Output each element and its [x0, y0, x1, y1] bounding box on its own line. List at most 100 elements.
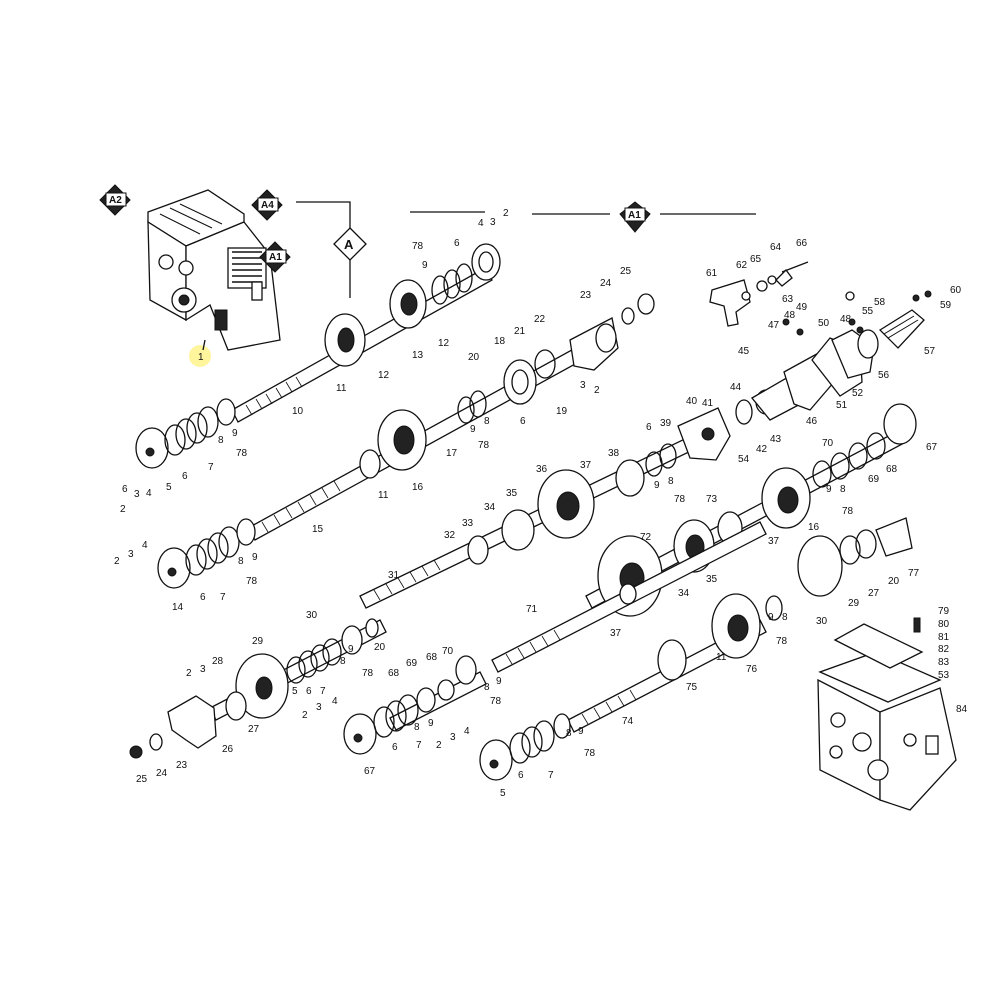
shaft-1-assembly[interactable]	[135, 243, 501, 469]
part-number-label: 23	[176, 760, 188, 771]
part-number-label: 9	[578, 726, 584, 737]
part-number-label: 59	[940, 300, 952, 311]
part-number-label: 45	[738, 346, 750, 357]
part-number-label: 16	[808, 522, 820, 533]
part-number-label: 7	[416, 740, 422, 751]
svg-text:A: A	[344, 237, 354, 252]
part-number-label: 6	[646, 422, 652, 433]
part-number-label: 6	[392, 742, 398, 753]
part-number-label: 71	[526, 604, 538, 615]
part-number-label: 15	[312, 524, 324, 535]
part-number-label: 67	[364, 766, 376, 777]
part-number-label: 5	[500, 788, 506, 799]
part-number-label: 78	[478, 440, 490, 451]
part-number-label: 24	[600, 278, 612, 289]
part-number-label: 26	[222, 744, 234, 755]
right-upper-parts-cluster[interactable]	[709, 261, 932, 421]
part-number-label: 68	[886, 464, 898, 475]
part-number-label: 82	[938, 644, 950, 655]
part-number-label: 70	[442, 646, 454, 657]
part-number-label: 68	[388, 668, 400, 679]
svg-text:A2: A2	[109, 195, 122, 206]
part-number-label: 30	[816, 616, 828, 627]
part-number-label: 9	[422, 260, 428, 271]
part-number-label: 21	[514, 326, 526, 337]
part-number-label: 66	[796, 238, 808, 249]
shaft-8-assembly[interactable]	[479, 593, 783, 781]
part-number-label: 8	[484, 682, 490, 693]
part-number-label: 19	[556, 406, 568, 417]
part-number-label: 8	[840, 484, 846, 495]
part-number-label: 4	[146, 488, 152, 499]
shaft-3-assembly[interactable]	[359, 389, 777, 609]
shaft-6-assembly[interactable]	[129, 618, 387, 759]
badge-a-big[interactable]: A	[296, 201, 367, 298]
part-number-label: 4	[464, 726, 470, 737]
part-number-label: 2	[114, 556, 120, 567]
shaft-4-assembly[interactable]	[585, 403, 917, 617]
part-number-label: 9	[428, 718, 434, 729]
badge-a1-header[interactable]: A1	[410, 201, 756, 233]
part-number-label: 6	[200, 592, 206, 603]
svg-text:A4: A4	[261, 200, 274, 211]
part-number-labels: 78 6 9 4 3 2 12 12 13 11 10 5 6 7 8 9 78…	[114, 208, 968, 799]
part-number-label: 20	[374, 642, 386, 653]
part-number-label: 3	[200, 664, 206, 675]
part-number-label: 36	[536, 464, 548, 475]
part-number-label: 6	[520, 416, 526, 427]
shaft-2-assembly[interactable]	[157, 293, 655, 589]
part-number-label: 63	[782, 294, 794, 305]
part-number-label: 9	[232, 428, 238, 439]
part-number-label: 6	[306, 686, 312, 697]
part-number-label: 58	[874, 297, 886, 308]
part-number-label: 8	[782, 612, 788, 623]
label-1: 1	[198, 352, 204, 363]
part-number-label: 68	[426, 652, 438, 663]
part-number-label: 62	[736, 260, 748, 271]
part-number-label: 37	[768, 536, 780, 547]
part-number-label: 44	[730, 382, 742, 393]
part-number-label: 46	[806, 416, 818, 427]
part-number-label: 13	[412, 350, 424, 361]
part-number-label: 78	[584, 748, 596, 759]
shaft-5-assembly[interactable]	[491, 517, 913, 673]
part-number-label: 4	[478, 218, 484, 229]
part-number-label: 27	[868, 588, 880, 599]
part-number-label: 6	[122, 484, 128, 495]
highlight-marker	[189, 345, 211, 367]
shaft-7-assembly[interactable]	[343, 655, 487, 755]
part-number-label: 78	[490, 696, 502, 707]
part-number-label: 23	[580, 290, 592, 301]
part-number-label: 78	[412, 241, 424, 252]
part-number-label: 60	[950, 285, 962, 296]
part-number-label: 37	[580, 460, 592, 471]
part-number-label: 3	[128, 549, 134, 560]
part-number-label: 2	[186, 668, 192, 679]
housing-assembly-top[interactable]	[147, 189, 281, 351]
housing-assembly-bottom[interactable]	[817, 617, 957, 811]
part-number-label: 8	[218, 435, 224, 446]
part-number-label: 9	[252, 552, 258, 563]
part-number-label: 30	[306, 610, 318, 621]
part-number-label: 78	[362, 668, 374, 679]
part-number-label: 3	[134, 489, 140, 500]
badge-a4[interactable]: A4	[251, 189, 283, 221]
part-number-label: 2	[120, 504, 126, 515]
part-number-label: 53	[938, 670, 950, 681]
badge-a1-small[interactable]: A1	[259, 241, 291, 273]
part-number-label: 35	[706, 574, 718, 585]
part-number-label: 41	[702, 398, 714, 409]
part-number-label: 16	[412, 482, 424, 493]
part-number-label: 34	[484, 502, 496, 513]
part-number-label: 12	[378, 370, 390, 381]
part-number-label: 10	[292, 406, 304, 417]
part-number-label: 8	[414, 722, 420, 733]
badge-a2[interactable]: A2	[99, 184, 131, 216]
part-number-label: 22	[534, 314, 546, 325]
part-number-label: 9	[496, 676, 502, 687]
part-number-label: 57	[924, 346, 936, 357]
part-number-label: 8	[238, 556, 244, 567]
part-number-label: 28	[212, 656, 224, 667]
part-number-label: 2	[503, 208, 509, 219]
